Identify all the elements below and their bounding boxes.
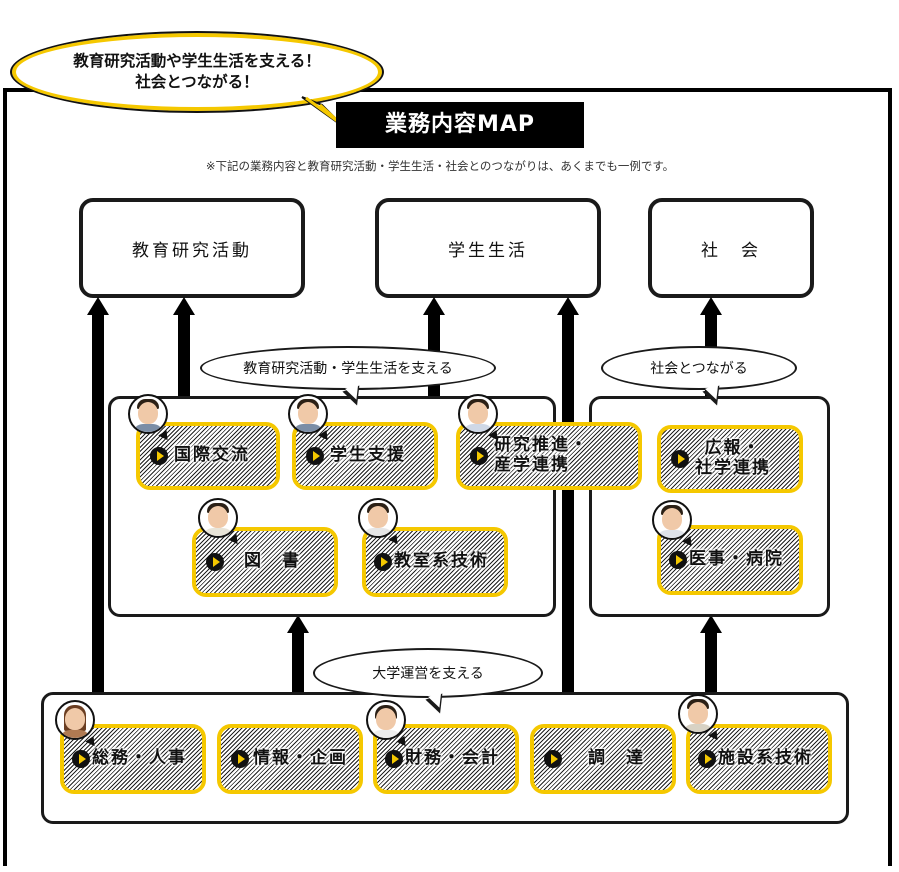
play-circle-icon bbox=[544, 750, 562, 768]
target-label: 学生生活 bbox=[448, 240, 528, 261]
card-library[interactable]: 図 書 bbox=[192, 527, 338, 597]
play-circle-icon bbox=[306, 447, 324, 465]
card-student-support[interactable]: 学生支援 bbox=[292, 422, 438, 490]
arrow-shaft bbox=[562, 314, 574, 694]
arrow-head-icon bbox=[557, 297, 579, 315]
card-research-promotion[interactable]: 研究推進・ 産学連携 bbox=[456, 422, 642, 490]
headline-line-1: 教育研究活動や学生生活を支える！ bbox=[73, 52, 321, 71]
card-label: 研究推進・ 産学連携 bbox=[494, 436, 589, 475]
arrow-shaft bbox=[178, 314, 190, 398]
staff-photo-icon bbox=[198, 498, 238, 538]
target-society: 社 会 bbox=[648, 198, 814, 298]
card-label: 総務・人事 bbox=[92, 748, 187, 769]
staff-photo-icon bbox=[366, 700, 406, 740]
card-label: 学生支援 bbox=[330, 445, 406, 466]
card-facilities-technical[interactable]: 施設系技術 bbox=[686, 724, 832, 794]
map-frame bbox=[3, 88, 892, 866]
play-circle-icon bbox=[150, 447, 168, 465]
card-label: 財務・会計 bbox=[405, 748, 500, 769]
bubble-text: 教育研究活動・学生生活を支える bbox=[243, 361, 453, 377]
play-circle-icon bbox=[206, 553, 224, 571]
play-circle-icon bbox=[72, 750, 90, 768]
card-international-exchange[interactable]: 国際交流 bbox=[136, 422, 280, 490]
arrow-shaft bbox=[292, 632, 304, 694]
bubble-support-education: 教育研究活動・学生生活を支える bbox=[200, 346, 496, 390]
card-procurement[interactable]: 調 達 bbox=[530, 724, 676, 794]
staff-photo-icon bbox=[358, 498, 398, 538]
card-information-planning[interactable]: 情報・企画 bbox=[217, 724, 363, 794]
arrow-head-icon bbox=[173, 297, 195, 315]
arrow-head-icon bbox=[423, 297, 445, 315]
card-label: 広報・ 社学連携 bbox=[695, 439, 771, 478]
card-medical-hospital[interactable]: 医事・病院 bbox=[657, 525, 803, 595]
play-circle-icon bbox=[231, 750, 249, 768]
card-label: 医事・病院 bbox=[689, 549, 784, 570]
headline-line-2: 社会とつながる！ bbox=[135, 73, 259, 91]
card-label: 国際交流 bbox=[174, 445, 250, 466]
play-circle-icon bbox=[669, 551, 687, 569]
staff-photo-icon bbox=[458, 394, 498, 434]
arrow-head-icon bbox=[700, 615, 722, 633]
bubble-text: 社会とつながる bbox=[650, 361, 748, 377]
card-label-line-2: 産学連携 bbox=[494, 455, 570, 475]
staff-photo-icon bbox=[128, 394, 168, 434]
arrow-shaft bbox=[705, 632, 717, 694]
play-circle-icon bbox=[470, 447, 488, 465]
staff-photo-icon bbox=[678, 694, 718, 734]
card-label: 調 達 bbox=[588, 748, 645, 769]
disclaimer-note: ※下記の業務内容と教育研究活動・学生生活・社会とのつながりは、あくまでも一例です… bbox=[205, 159, 675, 173]
arrow-head-icon bbox=[287, 615, 309, 633]
card-label: 施設系技術 bbox=[718, 748, 813, 769]
target-label: 社 会 bbox=[701, 240, 761, 261]
play-circle-icon bbox=[385, 750, 403, 768]
card-pr-community-partnership[interactable]: 広報・ 社学連携 bbox=[657, 425, 803, 493]
arrow-head-icon bbox=[700, 297, 722, 315]
card-label-line-2: 社学連携 bbox=[695, 458, 771, 478]
headline-bubble: 教育研究活動や学生生活を支える！ 社会とつながる！ bbox=[10, 31, 384, 113]
staff-photo-icon bbox=[652, 500, 692, 540]
target-student-life: 学生生活 bbox=[375, 198, 601, 298]
arrow-shaft bbox=[92, 314, 104, 694]
card-label-line-1: 広報・ bbox=[704, 438, 762, 459]
target-education-research: 教育研究活動 bbox=[79, 198, 305, 298]
staff-photo-icon bbox=[288, 394, 328, 434]
page-title: 業務内容MAP bbox=[336, 102, 584, 148]
card-label: 情報・企画 bbox=[253, 748, 348, 769]
bubble-support-university: 大学運営を支える bbox=[313, 648, 543, 698]
bubble-text: 大学運営を支える bbox=[372, 666, 484, 682]
target-label: 教育研究活動 bbox=[132, 240, 252, 261]
card-label: 教室系技術 bbox=[394, 551, 489, 572]
card-classroom-technical[interactable]: 教室系技術 bbox=[362, 527, 508, 597]
bubble-connect-society: 社会とつながる bbox=[601, 346, 797, 390]
play-circle-icon bbox=[698, 750, 716, 768]
card-label-line-1: 研究推進・ bbox=[494, 435, 589, 456]
card-label: 図 書 bbox=[244, 551, 301, 572]
play-circle-icon bbox=[671, 450, 689, 468]
play-circle-icon bbox=[374, 553, 392, 571]
staff-photo-icon bbox=[55, 700, 95, 740]
arrow-head-icon bbox=[87, 297, 109, 315]
